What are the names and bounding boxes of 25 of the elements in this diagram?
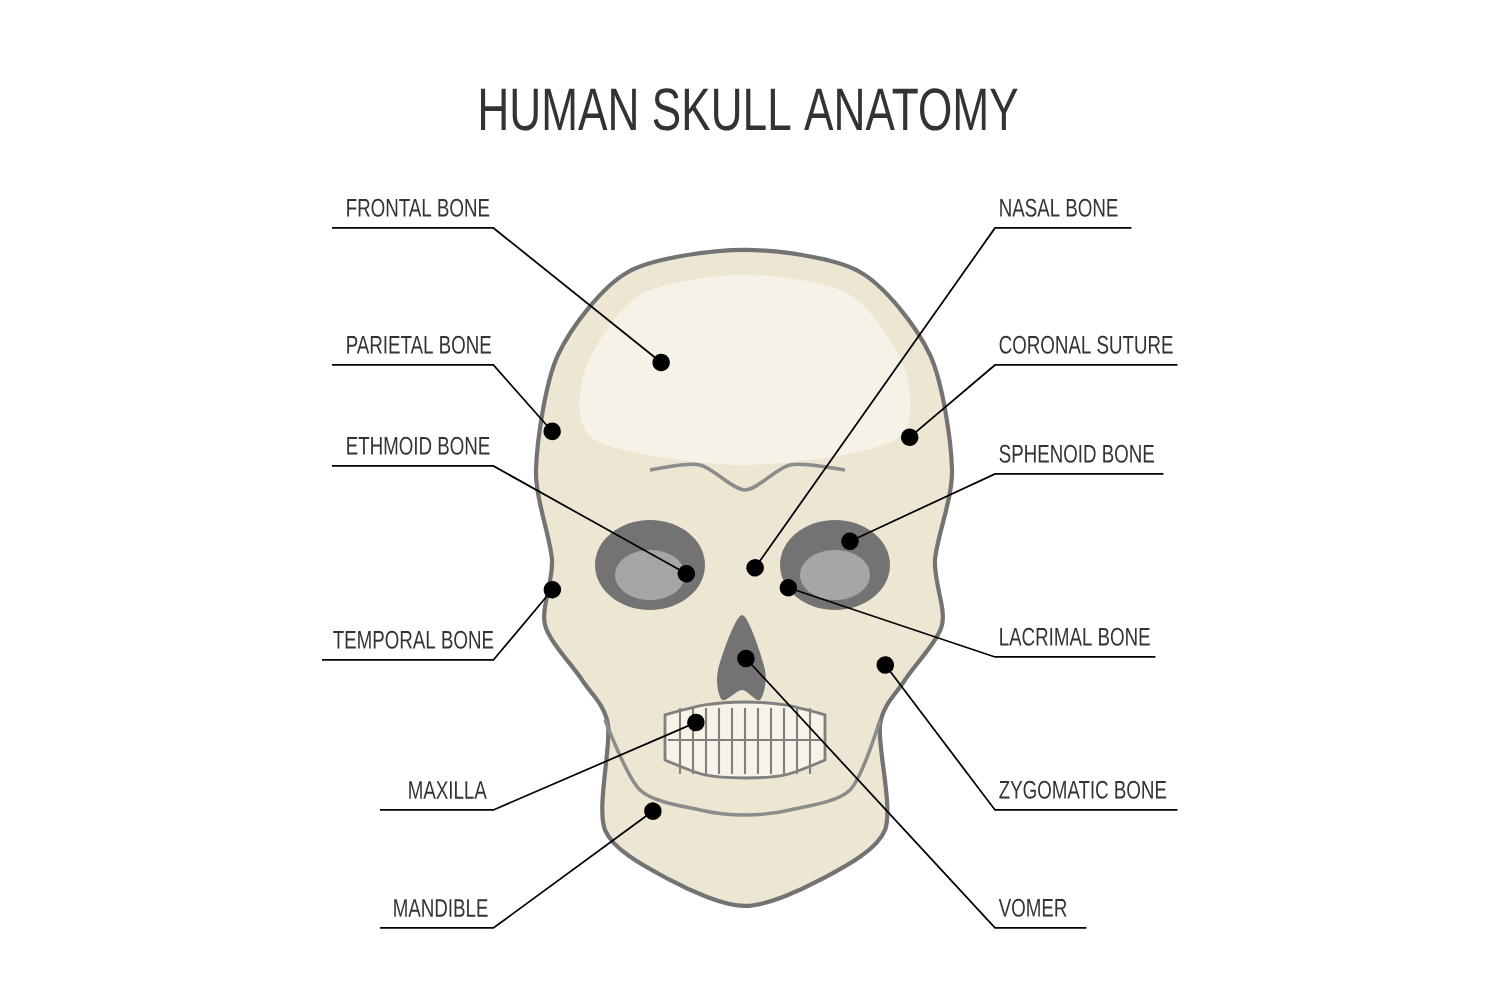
- part-label: NASAL BONE: [1000, 198, 1118, 217]
- part-label: VOMER: [998, 898, 1067, 917]
- part-label: MAXILLA: [409, 781, 487, 799]
- part-label: ETHMOID BONE: [347, 436, 490, 455]
- leader-line: [876, 656, 1179, 811]
- leader-line: [331, 465, 696, 583]
- part-label: CORONAL SUTURE: [999, 335, 1173, 354]
- part-label: MANDIBLE: [394, 899, 488, 917]
- leader-line: [841, 473, 1165, 551]
- leader-line: [900, 364, 1179, 447]
- part-label: LACRIMAL BONE: [1000, 627, 1150, 646]
- part-label: FRONTAL BONE: [347, 198, 490, 217]
- leader-line: [746, 227, 1133, 577]
- part-label: ZYGOMATIC BONE: [999, 780, 1167, 799]
- part-label: SPHENOID BONE: [999, 444, 1154, 463]
- leader-line: [331, 364, 561, 441]
- leader-line: [321, 580, 562, 661]
- part-label: PARIETAL BONE: [347, 335, 491, 354]
- title: HUMAN SKULL ANATOMY: [481, 88, 1018, 131]
- leader-line: [379, 802, 662, 929]
- leader-line: [331, 227, 670, 372]
- leader-line: [779, 579, 1157, 658]
- leader-line: [737, 649, 1088, 929]
- part-label: TEMPORAL BONE: [333, 630, 494, 649]
- leader-line: [379, 713, 705, 811]
